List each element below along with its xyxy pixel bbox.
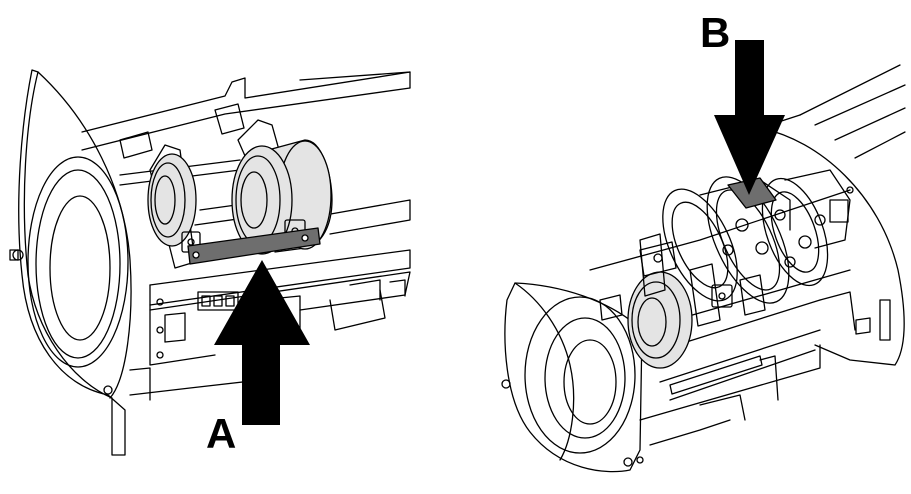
arrow-down-icon xyxy=(714,40,785,195)
left-highlight-bar xyxy=(187,227,321,265)
right-wheel-1 xyxy=(662,188,738,302)
arrow-up-icon xyxy=(214,260,310,425)
label-a: A xyxy=(206,410,237,457)
left-front-bezel xyxy=(18,69,126,456)
left-fixture-assembly xyxy=(9,69,411,456)
left-lens-2 xyxy=(231,145,293,255)
right-back-housing xyxy=(759,127,905,366)
left-lens-1 xyxy=(147,153,197,247)
right-front-bezel xyxy=(504,282,643,473)
left-front-lens-outer xyxy=(27,156,129,368)
right-front-lens xyxy=(524,296,636,454)
right-wheel-3 xyxy=(761,177,829,287)
right-wheel-2 xyxy=(706,176,790,304)
label-b: B xyxy=(700,9,731,56)
right-fixture-assembly xyxy=(501,64,906,473)
